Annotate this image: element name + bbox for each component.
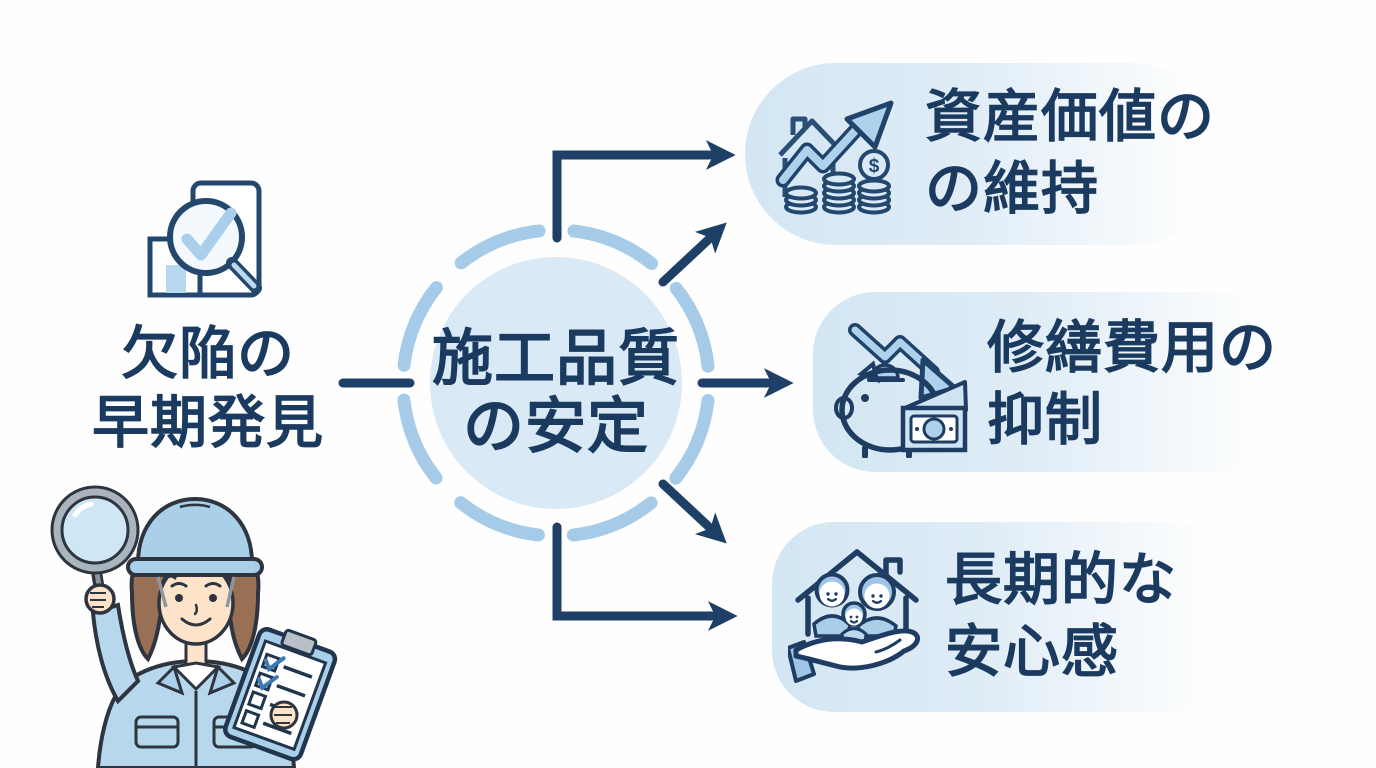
- connector-arrows: [338, 140, 794, 631]
- center-circle-fill: [430, 257, 682, 509]
- family-home-hand-icon: [788, 549, 921, 683]
- dollar-symbol: $: [869, 156, 880, 177]
- center-circle-label: 施工品質 の安定: [396, 324, 716, 460]
- check-mark: [181, 207, 237, 261]
- diagonal-arrow-up: [658, 222, 727, 287]
- clipboard-clip: [280, 628, 318, 657]
- center-line2: の安定: [462, 392, 649, 460]
- banknote: [900, 380, 968, 453]
- asset-growth-coins-icon: $: [775, 100, 894, 215]
- center-line1: 施工品質: [431, 324, 680, 392]
- clipboard: [223, 627, 338, 762]
- faces: [826, 592, 883, 619]
- benefit-3-line1: 長期的な: [945, 548, 1177, 612]
- benefit-2-line1: 修繕費用の: [987, 316, 1277, 380]
- helmet-brim: [126, 557, 264, 577]
- supporting-hand: [788, 628, 921, 683]
- arrow-to-benefit-1: [552, 140, 736, 243]
- diagonal-arrow-down: [658, 479, 727, 544]
- family: [812, 572, 898, 644]
- benefit-3-label: 長期的な 安心感: [945, 544, 1177, 688]
- cause-line1: 欠陥の: [121, 322, 295, 386]
- cause-line2: 早期発見: [92, 391, 324, 455]
- check-marks: [256, 656, 286, 691]
- cause-label: 欠陥の 早期発見: [48, 320, 368, 458]
- piggy-bank-cost-down-icon: [834, 323, 968, 458]
- left-arm: [90, 602, 141, 705]
- benefit-1-line2: の維持: [925, 157, 1099, 221]
- benefit-3-line2: 安心感: [945, 620, 1119, 684]
- helmet: [135, 496, 255, 565]
- coin-stacks: [784, 149, 891, 215]
- benefit-2-label: 修繕費用の 抑制: [987, 312, 1277, 456]
- arrowhead-up: [844, 100, 894, 150]
- benefit-1-label: 資産価値の の維持: [925, 81, 1215, 225]
- benefit-1-line1: 資産価値の: [925, 85, 1215, 149]
- arrow-to-benefit-3: [552, 522, 738, 631]
- dollar-coin: [858, 149, 890, 181]
- chin-strap: [156, 576, 236, 608]
- bar-chart-bar: [166, 265, 186, 293]
- document-search-check-icon: [147, 180, 262, 298]
- inspector-illustration: [50, 485, 338, 768]
- benefit-2-line2: 抑制: [987, 388, 1103, 452]
